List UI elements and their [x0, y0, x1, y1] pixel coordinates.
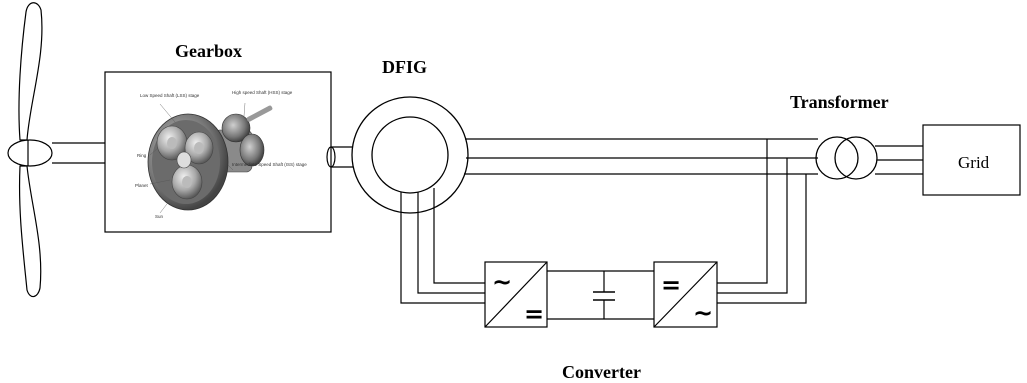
grid-box [922, 124, 1021, 196]
rotor-lines [400, 188, 485, 304]
gearbox-label-intermediate: Intermediate Speed Shaft (ISS) stage [232, 162, 307, 167]
dfig-rotor [371, 116, 449, 194]
hub-nose [7, 139, 53, 167]
transformer-primary-winding [815, 136, 859, 180]
turbine-rotor [7, 2, 53, 298]
rectifier-dc-symbol: = [524, 300, 544, 328]
stator-lines [464, 138, 818, 175]
inverter-ac-symbol: ~ [693, 299, 713, 327]
grid-side-converter-lines [717, 139, 807, 304]
upper-blade [18, 2, 43, 141]
transformer [815, 136, 878, 180]
inverter: = ~ [653, 261, 718, 328]
gearbox-illustration: Low Speed Shaft (LSS) stage High speed S… [135, 90, 307, 219]
gearbox-label: Gearbox [175, 41, 242, 61]
grid-lines [875, 145, 923, 175]
dfig-machine [351, 96, 469, 214]
gearbox-label-low-speed: Low Speed Shaft (LSS) stage [140, 93, 200, 98]
converter-label: Converter [562, 362, 641, 382]
rectifier-ac-symbol: ~ [492, 268, 512, 296]
gearbox-label-sun: Sun [155, 214, 164, 219]
gearbox-label-ring: Ring [137, 153, 147, 158]
low-speed-shaft [52, 142, 105, 164]
dc-link-capacitor [593, 291, 615, 301]
lower-blade [18, 165, 42, 298]
gearbox-label-planet: Planet [135, 183, 149, 188]
rectifier: ~ = [484, 261, 548, 328]
grid-label: Grid [958, 153, 990, 172]
dfig-label: DFIG [382, 57, 427, 77]
gearbox-label-high-speed: High speed Shaft (HSS) stage [232, 90, 293, 95]
transformer-secondary-winding [834, 136, 878, 180]
dc-link [547, 270, 654, 320]
transformer-label: Transformer [790, 92, 889, 112]
inverter-dc-symbol: = [661, 271, 681, 299]
